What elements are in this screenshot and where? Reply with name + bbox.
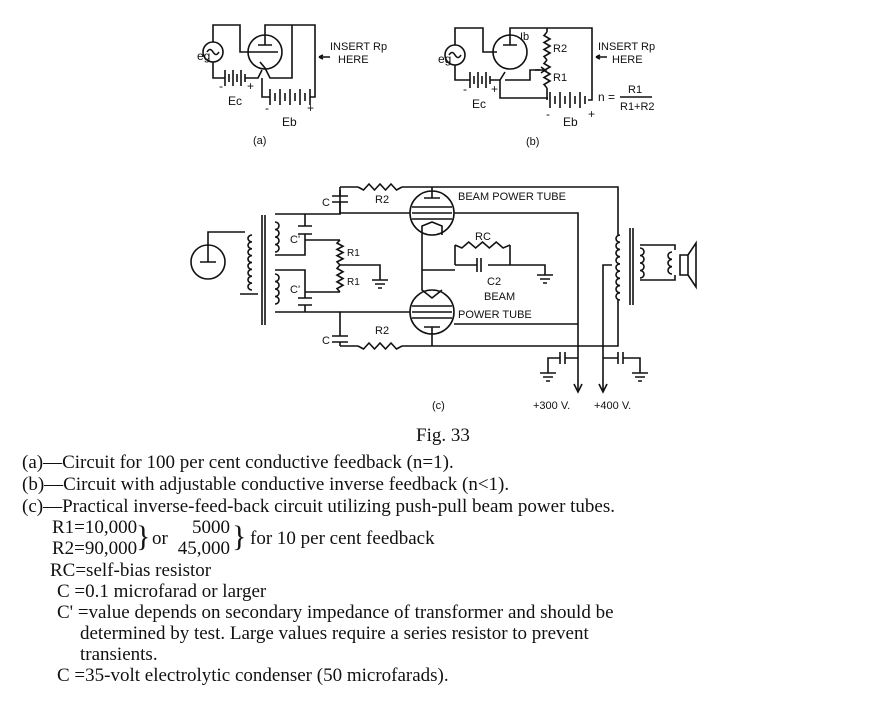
c-prime-definition-3: transients. — [80, 644, 158, 665]
r2-alt-value: 45,000 — [177, 538, 230, 559]
rc-label: RC — [475, 231, 491, 243]
ec-label: Ec — [228, 94, 242, 108]
c-bottom-label: C — [322, 335, 330, 347]
c-top-label: C — [322, 197, 330, 209]
plus-sign: + — [307, 101, 314, 115]
diagram-b-label: (b) — [526, 136, 539, 148]
n-formula-label: n = — [598, 90, 615, 104]
here-label: HERE — [338, 54, 369, 66]
c2-label: C2 — [487, 276, 501, 288]
here-label: HERE — [612, 54, 643, 66]
minus-sign: - — [546, 107, 550, 121]
c-prime-bottom-label: C' — [290, 284, 300, 296]
plus-sign: + — [588, 107, 595, 121]
ib-label: Ib — [520, 31, 529, 43]
r1-resistor — [542, 59, 552, 89]
r2-top-label: R2 — [375, 194, 389, 206]
r1-lower-resistor — [335, 264, 345, 293]
voltage-400-label: +400 V. — [594, 400, 631, 412]
voltage-300-label: +300 V. — [533, 400, 570, 412]
c-definition: C =0.1 microfarad or larger — [57, 581, 267, 602]
r1-upper-resistor — [335, 239, 345, 266]
caption-b: (b)—Circuit with adjustable conductive i… — [22, 474, 510, 495]
c-prime-top-label: C' — [290, 234, 300, 246]
r2-label: R2 — [553, 43, 567, 55]
r2-bottom-resistor — [357, 341, 403, 351]
diagram-b: eg Ib R2 R1 INSERT Rp HERE n = R1 R1+R2 … — [438, 27, 655, 148]
plus-sign: + — [247, 79, 254, 93]
insert-rp-label: INSERT Rp — [598, 41, 655, 53]
n-numerator: R1 — [628, 84, 642, 96]
r1-label: R1 — [553, 72, 567, 84]
figure-number: Fig. 33 — [416, 425, 470, 446]
r2-bottom-label: R2 — [375, 325, 389, 337]
diagram-a-label: (a) — [253, 135, 266, 147]
rc-definition: RC=self-bias resistor — [50, 560, 212, 581]
caption-c: (c)—Practical inverse-feed-back circuit … — [22, 496, 615, 517]
minus-sign: - — [463, 82, 467, 96]
beam-power-tube-bottom-label-1: BEAM — [484, 291, 515, 303]
brace: } — [136, 520, 151, 553]
ec-label: Ec — [472, 97, 486, 111]
brace: } — [232, 520, 247, 553]
c-prime-definition: C' =value depends on secondary impedance… — [57, 602, 614, 623]
diagram-a: eg INSERT Rp HERE - + Ec - + Eb (a) — [197, 24, 387, 147]
r1-lower-label: R1 — [347, 277, 360, 288]
minus-sign: - — [265, 101, 269, 115]
r1-value: R1=10,000 — [52, 517, 138, 538]
eb-label: Eb — [563, 115, 578, 129]
plus-sign: + — [491, 82, 498, 96]
diagram-c: C C C' C' R1 R1 R2 R2 RC C2 BEAM POWER T… — [190, 182, 697, 412]
minus-sign: - — [219, 79, 223, 93]
caption-a: (a)—Circuit for 100 per cent conductive … — [22, 452, 454, 473]
eg-label: eg — [438, 52, 451, 66]
eb-label: Eb — [282, 115, 297, 129]
n-denominator: R1+R2 — [620, 101, 655, 113]
circuit-diagrams: eg INSERT Rp HERE - + Ec - + Eb (a) eg I… — [190, 24, 697, 412]
rc-resistor — [454, 240, 511, 250]
beam-power-tube-top-label: BEAM POWER TUBE — [458, 191, 566, 203]
beam-power-tube-bottom-label-2: POWER TUBE — [458, 309, 532, 321]
eg-label: eg — [197, 49, 210, 63]
speaker-icon — [679, 240, 697, 290]
insert-rp-label: INSERT Rp — [330, 41, 387, 53]
r2-resistor — [542, 31, 552, 61]
or-text: or — [152, 528, 168, 549]
r2-value: R2=90,000 — [52, 538, 138, 559]
c-electrolytic-definition: C =35-volt electrolytic condenser (50 mi… — [57, 665, 449, 686]
diagram-c-label: (c) — [432, 400, 445, 412]
r1-alt-value: 5000 — [192, 517, 230, 538]
feedback-text: for 10 per cent feedback — [250, 528, 435, 549]
r2-top-resistor — [357, 182, 403, 192]
r1-upper-label: R1 — [347, 248, 360, 259]
c-prime-definition-2: determined by test. Large values require… — [80, 623, 589, 644]
